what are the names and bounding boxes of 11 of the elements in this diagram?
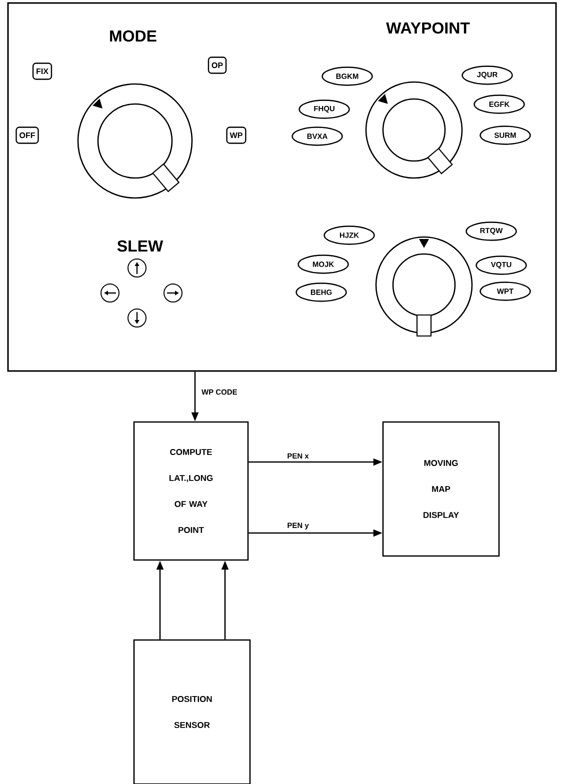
heading: WAYPOINT [386, 22, 470, 34]
mode-button: OFF [16, 126, 39, 144]
mode-button: OP [208, 56, 227, 74]
process-box: MOVING MAP DISPLAY [382, 421, 500, 557]
control-panel [7, 2, 557, 372]
heading: SLEW [117, 240, 164, 252]
mode-button: FIX [32, 62, 52, 80]
process-box: COMPUTE LAT.,LONG OF WAY POINT [133, 421, 249, 561]
heading: MODE [110, 30, 156, 42]
process-box: POSITION SENSOR [133, 639, 251, 784]
mode-button: WP [226, 126, 246, 144]
